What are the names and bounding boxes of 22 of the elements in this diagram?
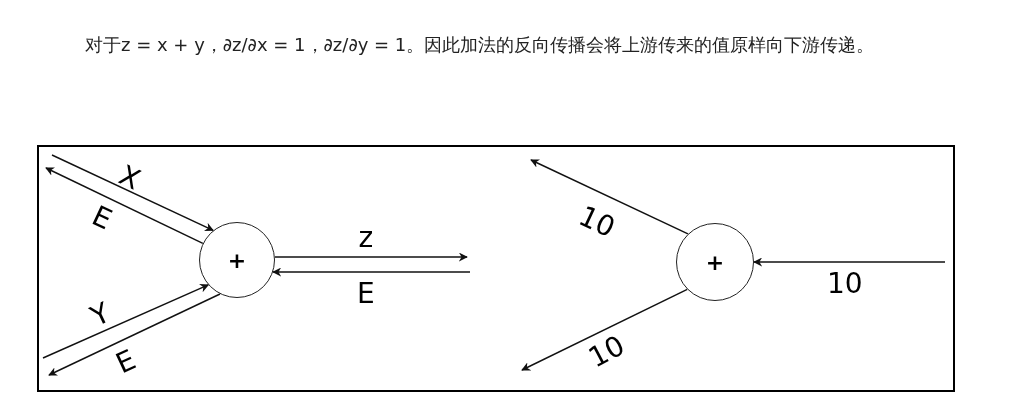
arrow	[45, 167, 204, 245]
arrow	[753, 257, 946, 267]
edge-label: X	[114, 160, 145, 196]
arrow	[530, 159, 689, 235]
arrow	[48, 293, 221, 376]
edge-label: E	[111, 344, 141, 380]
arrow	[42, 284, 210, 359]
arrow	[272, 267, 471, 277]
edge-label: z	[358, 223, 374, 253]
edge-label: 10	[584, 330, 630, 374]
operator-symbol: +	[705, 249, 725, 275]
edge-label: Y	[85, 297, 115, 333]
edge-label: 10	[827, 269, 863, 299]
edge-label: E	[357, 279, 375, 309]
paragraph: 对于z = x + y，∂z/∂x = 1，∂z/∂y = 1。因此加法的反向传播会将上游传来的值原样向下游传递。	[84, 33, 876, 57]
arrow	[51, 154, 214, 232]
edge-label: E	[87, 200, 117, 236]
operator-symbol: +	[227, 247, 247, 273]
arrow	[521, 288, 688, 371]
operator-circle	[199, 222, 275, 298]
arrow	[274, 252, 468, 262]
edge-label: 10	[574, 200, 620, 244]
